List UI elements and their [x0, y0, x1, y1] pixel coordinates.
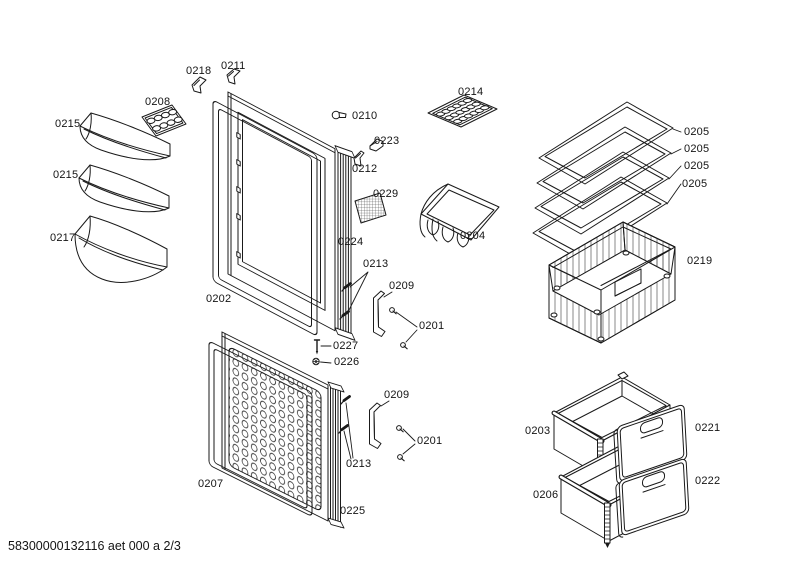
part-0219-container — [548, 221, 676, 344]
callout-0209-upper: 0209 — [389, 280, 415, 292]
part-0204-bottle-rack — [419, 183, 500, 248]
callout-0201-upper: 0201 — [419, 320, 445, 332]
part-0215-door-shelf-lower — [78, 164, 170, 213]
callout-0223: 0223 — [374, 135, 400, 147]
callout-0213-lower: 0213 — [346, 458, 372, 470]
hardware-lower-hinge — [337, 395, 416, 462]
callout-0205-3: 0205 — [684, 160, 710, 172]
callout-0229: 0229 — [373, 188, 399, 200]
callout-0221: 0221 — [695, 422, 721, 434]
callout-0214: 0214 — [458, 86, 484, 98]
callout-0215-b: 0215 — [53, 169, 79, 181]
callout-0219: 0219 — [687, 255, 713, 267]
callout-0204: 0204 — [460, 230, 486, 242]
hardware-0226-cap — [312, 357, 332, 366]
callout-0210: 0210 — [352, 110, 378, 122]
callout-0217: 0217 — [50, 232, 76, 244]
callout-0205-4: 0205 — [682, 178, 708, 190]
callout-0203: 0203 — [525, 425, 551, 437]
callout-0218: 0218 — [186, 65, 212, 77]
part-0202-door-gasket — [212, 101, 318, 336]
part-0218-bracket — [191, 76, 207, 94]
callout-0205-2: 0205 — [684, 143, 710, 155]
callout-0201-lower: 0201 — [417, 435, 443, 447]
callout-0213-upper: 0213 — [363, 258, 389, 270]
callout-0206: 0206 — [533, 489, 559, 501]
callout-0215-a: 0215 — [55, 118, 81, 130]
callout-0226: 0226 — [334, 356, 360, 368]
document-code: 58300000132116 aet 000 a 2/3 — [8, 539, 181, 553]
callout-0222: 0222 — [695, 475, 721, 487]
callout-0225: 0225 — [340, 505, 366, 517]
shelf-leader-lines — [666, 128, 682, 205]
part-0202-upper-door — [227, 91, 356, 341]
callout-0209-lower: 0209 — [384, 389, 410, 401]
callout-0202: 0202 — [206, 293, 232, 305]
part-0212-bracket — [353, 150, 365, 167]
part-0208-egg-insert — [142, 105, 186, 136]
hardware-0227-pin — [313, 339, 332, 355]
callout-0227: 0227 — [333, 340, 359, 352]
callout-0208: 0208 — [145, 96, 171, 108]
part-0211-bracket — [226, 68, 241, 85]
callout-0207: 0207 — [198, 478, 224, 490]
part-0223-bracket — [369, 138, 384, 152]
part-0217-door-tray — [74, 215, 168, 283]
part-0225-door-gasket — [208, 341, 313, 516]
hardware-upper-hinge — [338, 271, 418, 350]
part-0207-lower-door — [221, 331, 345, 529]
part-0210-stop — [331, 110, 347, 120]
part-0214-egg-tray — [428, 95, 497, 127]
callout-0211: 0211 — [221, 60, 246, 72]
callout-0224: 0224 — [338, 236, 364, 248]
callout-0205-1: 0205 — [684, 126, 710, 138]
part-0229-grille — [354, 192, 387, 224]
callout-0212: 0212 — [352, 163, 378, 175]
